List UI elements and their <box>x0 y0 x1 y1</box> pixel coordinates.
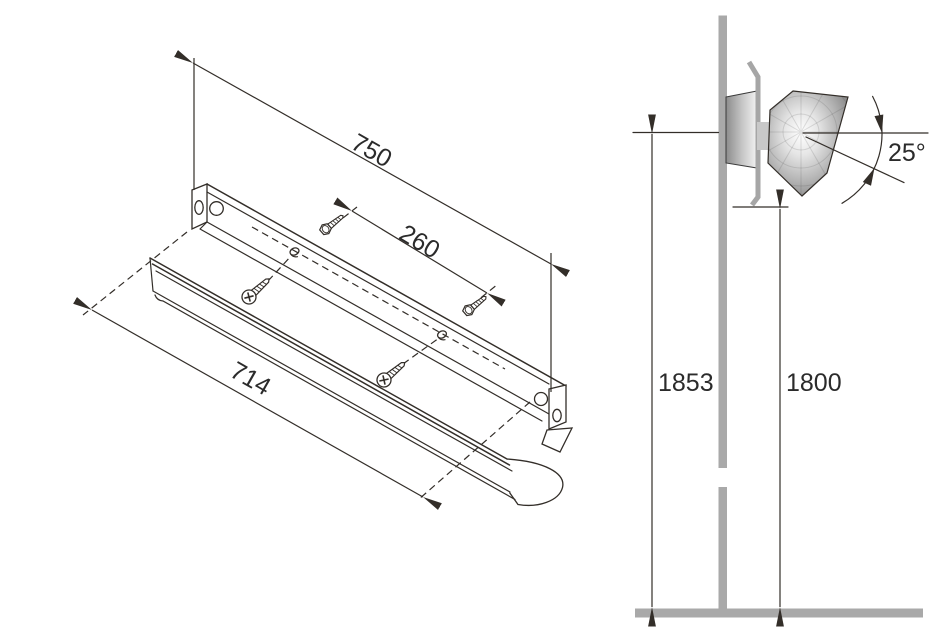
phillips-screw-icon <box>373 356 410 391</box>
keyhole-slot-left <box>289 247 300 258</box>
dimension-line <box>73 297 442 510</box>
dim-750-label: 750 <box>346 128 396 173</box>
side-view: 1853 1800 25° <box>632 15 929 627</box>
phillips-screw-icon <box>238 272 275 308</box>
dim-1853-label: 1853 <box>658 369 714 397</box>
lamp-top-edge <box>149 257 508 460</box>
dimension-line <box>333 197 506 307</box>
dimension-714: 714 <box>73 297 442 510</box>
dimension-angle-25: 25° <box>802 95 929 204</box>
construction-lines <box>82 206 531 501</box>
dimension-1800: 1800 <box>776 189 842 627</box>
lamp-front-top-edge <box>155 270 513 472</box>
dim-1800-label: 1800 <box>786 369 842 397</box>
wall-lower <box>718 487 727 609</box>
extension-line-714-left <box>82 231 188 316</box>
pivot-block <box>757 122 770 150</box>
dim-angle-label: 25° <box>888 139 926 167</box>
dim-714-label: 714 <box>225 356 275 401</box>
dimension-260: 260 <box>333 197 506 307</box>
rail-hole-left-end <box>194 200 204 215</box>
angle-arc <box>841 95 883 204</box>
fixture-back-housing <box>725 90 758 169</box>
rail-right-lip-wedge <box>541 427 574 453</box>
rail-hole-left-front <box>209 201 224 216</box>
lamp-top-edge-2 <box>151 263 511 466</box>
lamp-body <box>149 257 564 506</box>
fixture-side-profile <box>725 60 849 207</box>
hex-bolt-icon <box>317 210 347 238</box>
angle-arrow-bottom <box>862 168 875 186</box>
hex-bolt-icon <box>460 291 490 319</box>
lamp-head <box>767 90 849 197</box>
lamp-end-cap <box>506 458 564 506</box>
center-line-dashed <box>251 226 506 370</box>
wall-upper <box>718 15 727 468</box>
angle-arrow-top <box>874 114 884 133</box>
rail-hole-right-front <box>533 391 549 407</box>
extension-line-714-right <box>417 401 531 501</box>
fasteners <box>238 210 490 391</box>
lamp-bottom-edge <box>152 290 511 493</box>
lamp-head-moire <box>768 91 848 196</box>
dim-260-label: 260 <box>394 219 444 264</box>
dimension-750: 750 <box>174 50 570 392</box>
angle-slant-line <box>805 136 905 184</box>
isometric-view: 750 260 714 <box>73 50 574 510</box>
lamp-bottom-lip <box>154 294 516 501</box>
rail-hole-right-end <box>552 408 562 423</box>
floor <box>635 608 923 618</box>
dimension-1853: 1853 <box>648 114 714 627</box>
lamp-left-edge <box>149 257 154 292</box>
